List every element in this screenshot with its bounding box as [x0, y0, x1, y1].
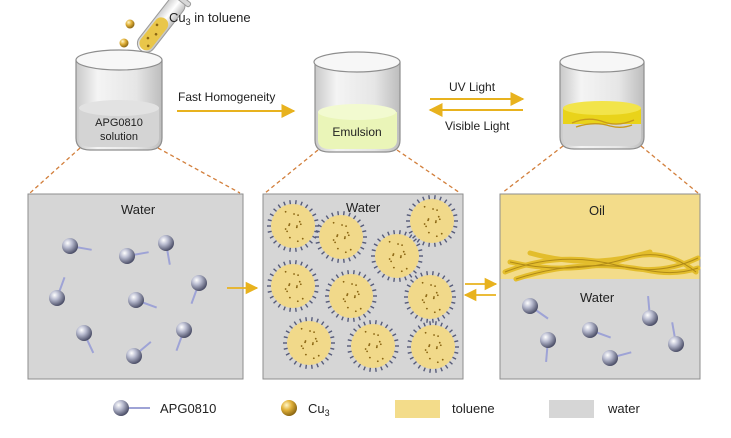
legend-surfactant-label: APG0810 — [160, 401, 216, 416]
visible-light-label: Visible Light — [445, 119, 510, 133]
legend-water: water — [549, 400, 640, 418]
panel3-water-label: Water — [580, 290, 615, 305]
panel-oil-water-separation: Oil Water — [500, 194, 700, 379]
legend-toluene: toluene — [395, 400, 495, 418]
panel-surfactant-in-water: Water — [28, 194, 243, 379]
panel-emulsion-droplets: Water — [263, 194, 463, 379]
beaker1-label-line1: APG0810 — [95, 117, 143, 129]
panel1-label: Water — [121, 202, 156, 217]
beaker-separated — [560, 52, 644, 149]
legend-cluster-label: Cu3 — [308, 401, 330, 418]
legend-toluene-label: toluene — [452, 401, 495, 416]
legend-water-label: water — [607, 401, 640, 416]
legend: APG0810 Cu3 toluene water — [113, 400, 640, 418]
beaker-emulsion: Emulsion — [314, 52, 400, 152]
beaker1-label-line2: solution — [100, 131, 138, 143]
tube-label: Cu3 in toluene — [169, 10, 251, 27]
test-tube — [132, 0, 191, 57]
legend-surfactant: APG0810 — [113, 400, 216, 416]
panel3-oil-label: Oil — [589, 203, 605, 218]
legend-cluster: Cu3 — [281, 400, 330, 418]
uv-light-label: UV Light — [449, 80, 496, 94]
beaker2-label: Emulsion — [332, 125, 381, 139]
beaker-apg-solution: APG0810 solution — [76, 50, 162, 150]
dashed-connectors — [30, 146, 698, 193]
arrow1-label: Fast Homogeneity — [178, 90, 275, 104]
panel2-label: Water — [346, 200, 381, 215]
